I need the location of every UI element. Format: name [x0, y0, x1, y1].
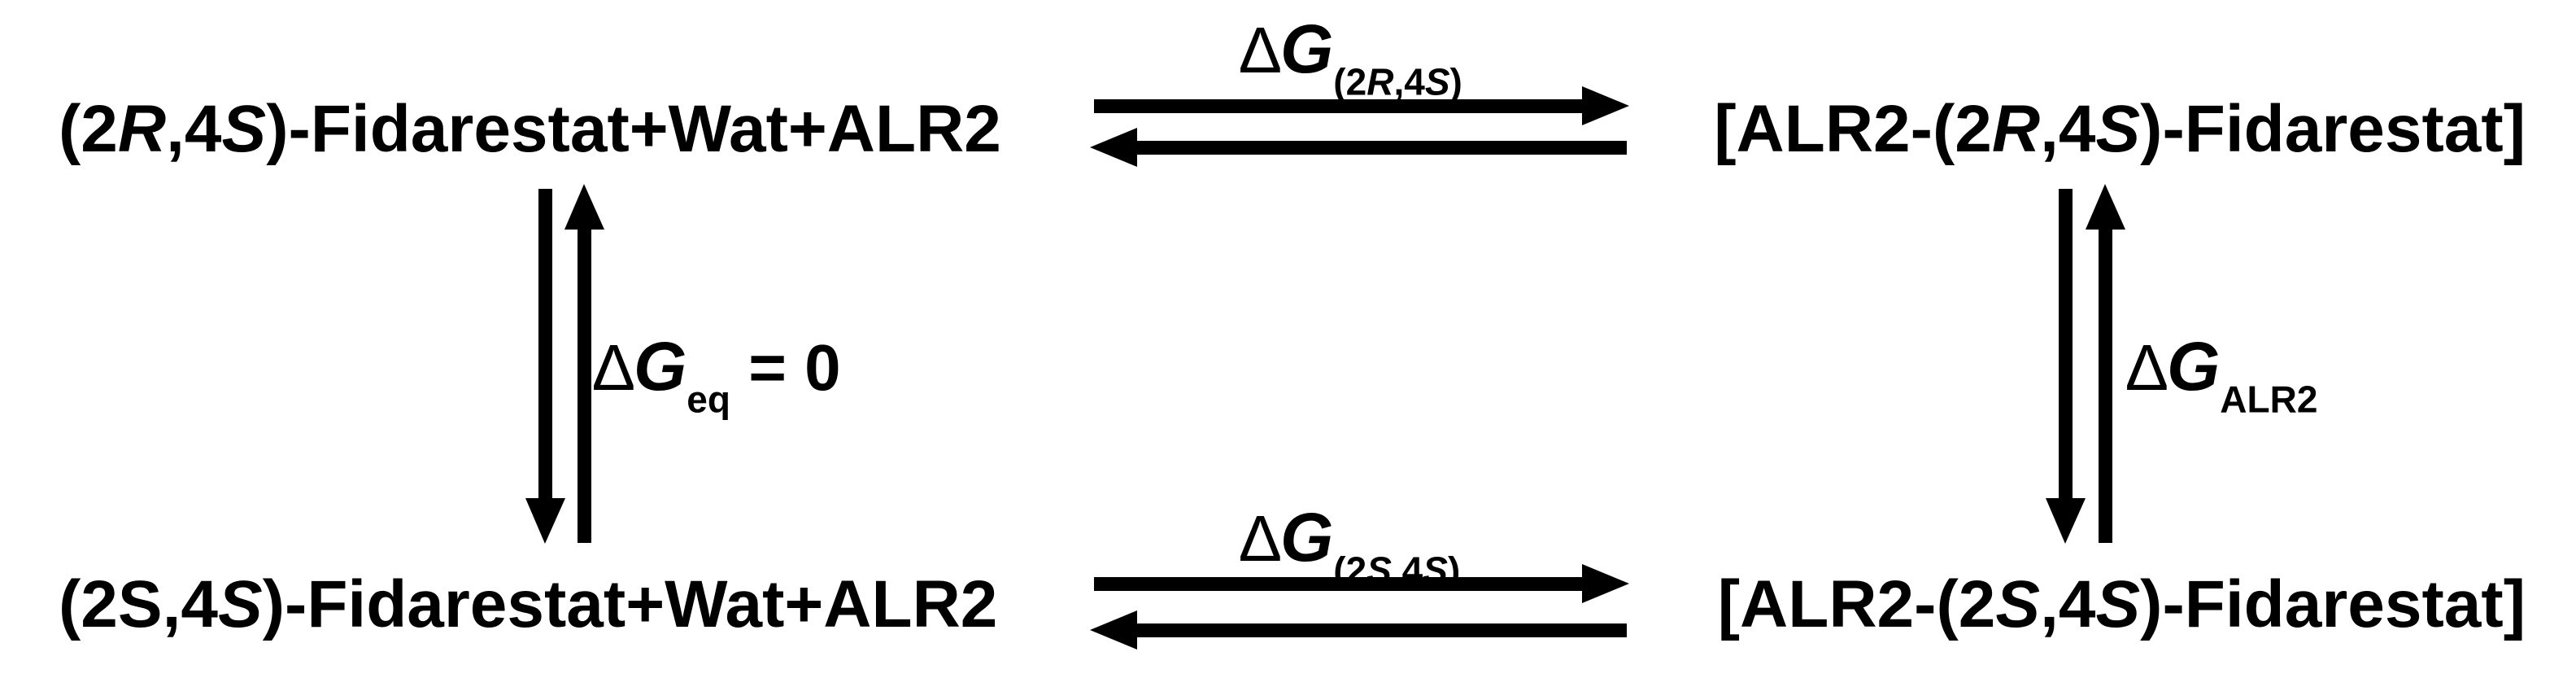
left-up-arrow [564, 184, 604, 543]
g-symbol: G [2166, 328, 2221, 405]
delta-symbol: ∆ [594, 331, 634, 404]
stereo-descriptor: R [117, 92, 167, 166]
label-text: ALR2 [2220, 378, 2318, 421]
label-text: ,4 [166, 92, 222, 166]
right-up-arrow [2086, 184, 2125, 543]
label-text: [ALR2-(2 [1717, 567, 1996, 641]
label-text: ,4 [2040, 92, 2096, 166]
bottom-reverse-arrow [1090, 610, 1627, 650]
top-reverse-arrow [1090, 128, 1627, 167]
energy-subscript: ALR2 [2220, 378, 2317, 421]
label-text: ,4 [2040, 567, 2096, 641]
state-bottom-right: [ALR2-(2S,4S)-Fidarestat] [1718, 571, 2526, 638]
stereo-descriptor: S [2095, 567, 2141, 641]
label-text: eq [686, 378, 730, 421]
energy-top-label: ∆G(2R,4S) [1240, 15, 1462, 101]
label-text: (2 [1333, 60, 1367, 103]
label-text: (2S,4 [59, 567, 218, 641]
state-top-left: (2R,4S)-Fidarestat+Wat+ALR2 [59, 96, 1001, 163]
state-bottom-left: (2S,4S)-Fidarestat+Wat+ALR2 [59, 571, 997, 638]
stereo-descriptor: S [2095, 92, 2141, 166]
energy-right-label: ∆GALR2 [2127, 332, 2317, 418]
state-top-right: [ALR2-(2R,4S)-Fidarestat] [1714, 96, 2526, 163]
bottom-forward-arrow [1094, 564, 1629, 603]
delta-symbol: ∆ [1240, 502, 1280, 575]
g-symbol: G [1279, 499, 1334, 575]
energy-subscript: (2R,4S) [1333, 61, 1462, 103]
label-text: ) [1449, 60, 1462, 103]
energy-suffix: = 0 [730, 331, 841, 404]
g-symbol: G [1279, 11, 1334, 87]
stereo-descriptor: S [221, 92, 267, 166]
delta-symbol: ∆ [2127, 331, 2167, 404]
label-text: )-Fidarestat] [2140, 567, 2526, 641]
top-forward-arrow [1094, 86, 1629, 125]
energy-subscript: eq [686, 378, 730, 421]
g-symbol: G [633, 328, 687, 405]
label-text: (2 [59, 92, 118, 166]
label-text: )-Fidarestat] [2140, 92, 2526, 166]
stereo-descriptor: R [1991, 92, 2041, 166]
stereo-descriptor: R [1366, 60, 1394, 103]
left-down-arrow [525, 189, 565, 544]
label-text: ,4 [1393, 60, 1425, 103]
label-text: [ALR2-(2 [1714, 92, 1992, 166]
energy-left-label: ∆Geq = 0 [594, 332, 841, 418]
label-text: )-Fidarestat+Wat+ALR2 [262, 567, 998, 641]
stereo-descriptor: S [1995, 567, 2041, 641]
stereo-descriptor: S [218, 567, 263, 641]
label-text: )-Fidarestat+Wat+ALR2 [266, 92, 1001, 166]
right-down-arrow [2046, 189, 2086, 544]
stereo-descriptor: S [1424, 60, 1450, 103]
delta-symbol: ∆ [1240, 14, 1280, 86]
